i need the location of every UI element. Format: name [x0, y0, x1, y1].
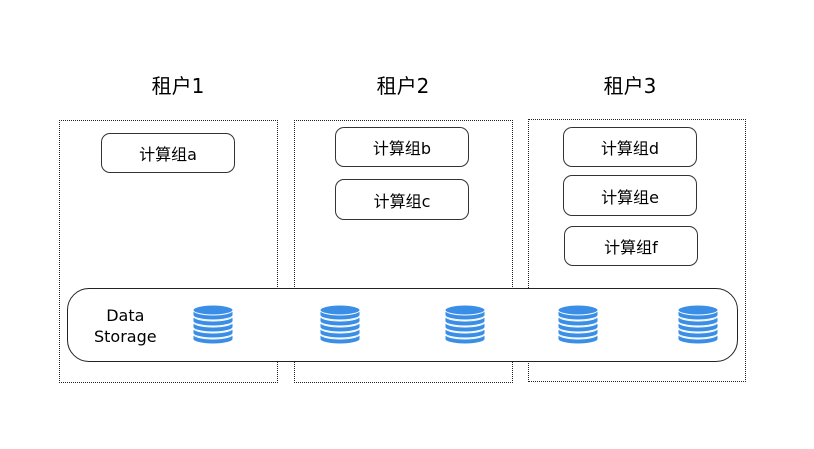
tenant-1-box [59, 120, 278, 383]
tenant-3-title: 租户3 [603, 74, 657, 98]
data-storage-container: Data Storage [67, 288, 738, 362]
tenant-2-title: 租户2 [376, 74, 430, 98]
tenant-1-title: 租户1 [151, 74, 205, 98]
data-storage-label-line2: Storage [94, 327, 157, 346]
tenant-3-box [528, 119, 746, 382]
data-storage-label: Data Storage [94, 305, 157, 347]
database-icon [557, 304, 599, 345]
compute-group-d: 计算组d [563, 127, 697, 167]
tenant-2-box [294, 120, 513, 383]
compute-group-a: 计算组a [101, 133, 235, 173]
database-icon [192, 304, 234, 345]
compute-group-b: 计算组b [335, 127, 469, 167]
database-icon [677, 304, 719, 345]
database-icon [319, 304, 361, 345]
compute-group-f: 计算组f [564, 226, 698, 266]
compute-group-c: 计算组c [335, 179, 469, 220]
database-icon [444, 304, 486, 345]
compute-group-e: 计算组e [563, 175, 697, 216]
data-storage-label-line1: Data [106, 306, 145, 325]
